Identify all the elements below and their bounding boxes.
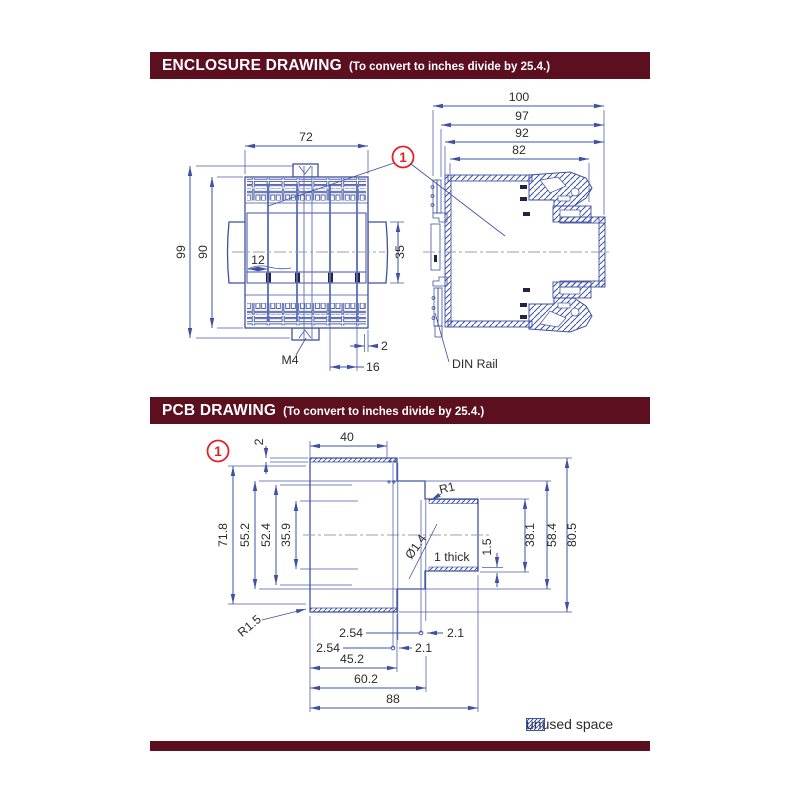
pcb-outline-group [303,457,492,648]
callout-1-badge [206,439,230,463]
dim-2-54-a: 2.54 [339,626,363,640]
pcb-subtitle: (To convert to inches divide by 25.4.) [283,405,485,418]
dim-71-8: 71.8 [216,523,230,547]
dim-38-1: 38.1 [523,523,537,547]
pcb-dimensions: 40 2 71.8 55.2 52.4 35.9 [216,430,579,712]
enclosure-header-bar: ENCLOSURE DRAWING (To convert to inches … [150,52,650,79]
dim-55-2: 55.2 [238,523,252,547]
unused-strip-bottom [310,608,397,612]
dim-2-54-b: 2.54 [316,641,340,655]
enclosure-drawing: 72 99 90 35 12 2 16 [174,90,611,374]
dim-99: 99 [174,245,188,259]
shell-left-wall [444,174,452,328]
enclosure-subtitle: (To convert to inches divide by 25.4.) [348,60,551,73]
top-mount-tab [292,163,319,178]
dim-45-2: 45.2 [340,652,364,666]
label-din-rail: DIN Rail [452,357,498,371]
dim-92: 92 [515,126,529,140]
label-1-thick: 1 thick [434,550,470,564]
left-flange [226,221,247,284]
terminal-row-top-cells [247,188,366,201]
dim-90: 90 [196,245,210,259]
din-rail [430,179,448,338]
dim-100: 100 [509,90,530,104]
unused-space-label: unused space [526,716,614,732]
right-flange [367,221,389,284]
enclosure-title: ENCLOSURE DRAWING [162,56,342,74]
dim-1-5: 1.5 [480,538,494,555]
dim-12: 12 [251,253,265,267]
callout-1-badge [391,145,415,169]
terminal-row-bottom-bars [247,316,366,326]
dim-58-4: 58.4 [545,523,559,547]
pcb-header-bar: PCB DRAWING (To convert to inches divide… [150,397,650,424]
side-view-dimensions: 100 97 92 82 DIN Rail [432,90,605,371]
dim-2-1-b: 2.1 [415,641,432,655]
footer-bar [150,741,650,751]
connector-tube [559,216,606,224]
dim-2: 2 [381,339,388,353]
label-m4: M4 [281,353,298,367]
terminal-row-bottom-cells [247,303,366,315]
enclosure-front-view [226,163,389,341]
dim-52-4: 52.4 [259,523,273,547]
dim-80-5: 80.5 [565,523,579,547]
dim-72: 72 [299,130,313,144]
dim-97: 97 [515,109,529,123]
pcb-edge-band [246,271,367,284]
pcb-drawing: 40 2 71.8 55.2 52.4 35.9 [206,430,579,712]
callout-1-enclosure: 1 [267,145,506,237]
enclosure-side-view [423,171,611,338]
callout-1-pcb: 1 [206,439,230,463]
unused-space-swatch [526,717,545,731]
pcb-title: PCB DRAWING [162,401,277,419]
unused-strip-tab-top [428,499,478,504]
dim-88: 88 [386,692,400,706]
shell-top-wall [447,174,533,182]
shell-bottom-wall [447,320,533,328]
label-r1-5: R1.5 [235,612,264,640]
dim-40: 40 [340,430,354,444]
svg-text:1: 1 [214,444,222,459]
dim-35-9: 35.9 [279,523,293,547]
unused-strip-tab-bottom [428,566,478,572]
dim-2-edge: 2 [252,438,266,445]
front-view-dimensions: 72 99 90 35 12 2 16 [174,130,407,374]
dim-16: 16 [366,360,380,374]
label-r1: R1 [438,479,457,496]
terminal-row-top-bars [247,178,366,188]
dim-82: 82 [512,143,526,157]
enclosure-body [244,176,369,329]
dim-35: 35 [393,245,407,259]
unused-space-legend: unused space [526,716,613,732]
dim-60-2: 60.2 [354,672,378,686]
unused-strip-top [310,458,397,462]
svg-text:1: 1 [399,150,407,165]
dim-2-1-a: 2.1 [447,626,464,640]
